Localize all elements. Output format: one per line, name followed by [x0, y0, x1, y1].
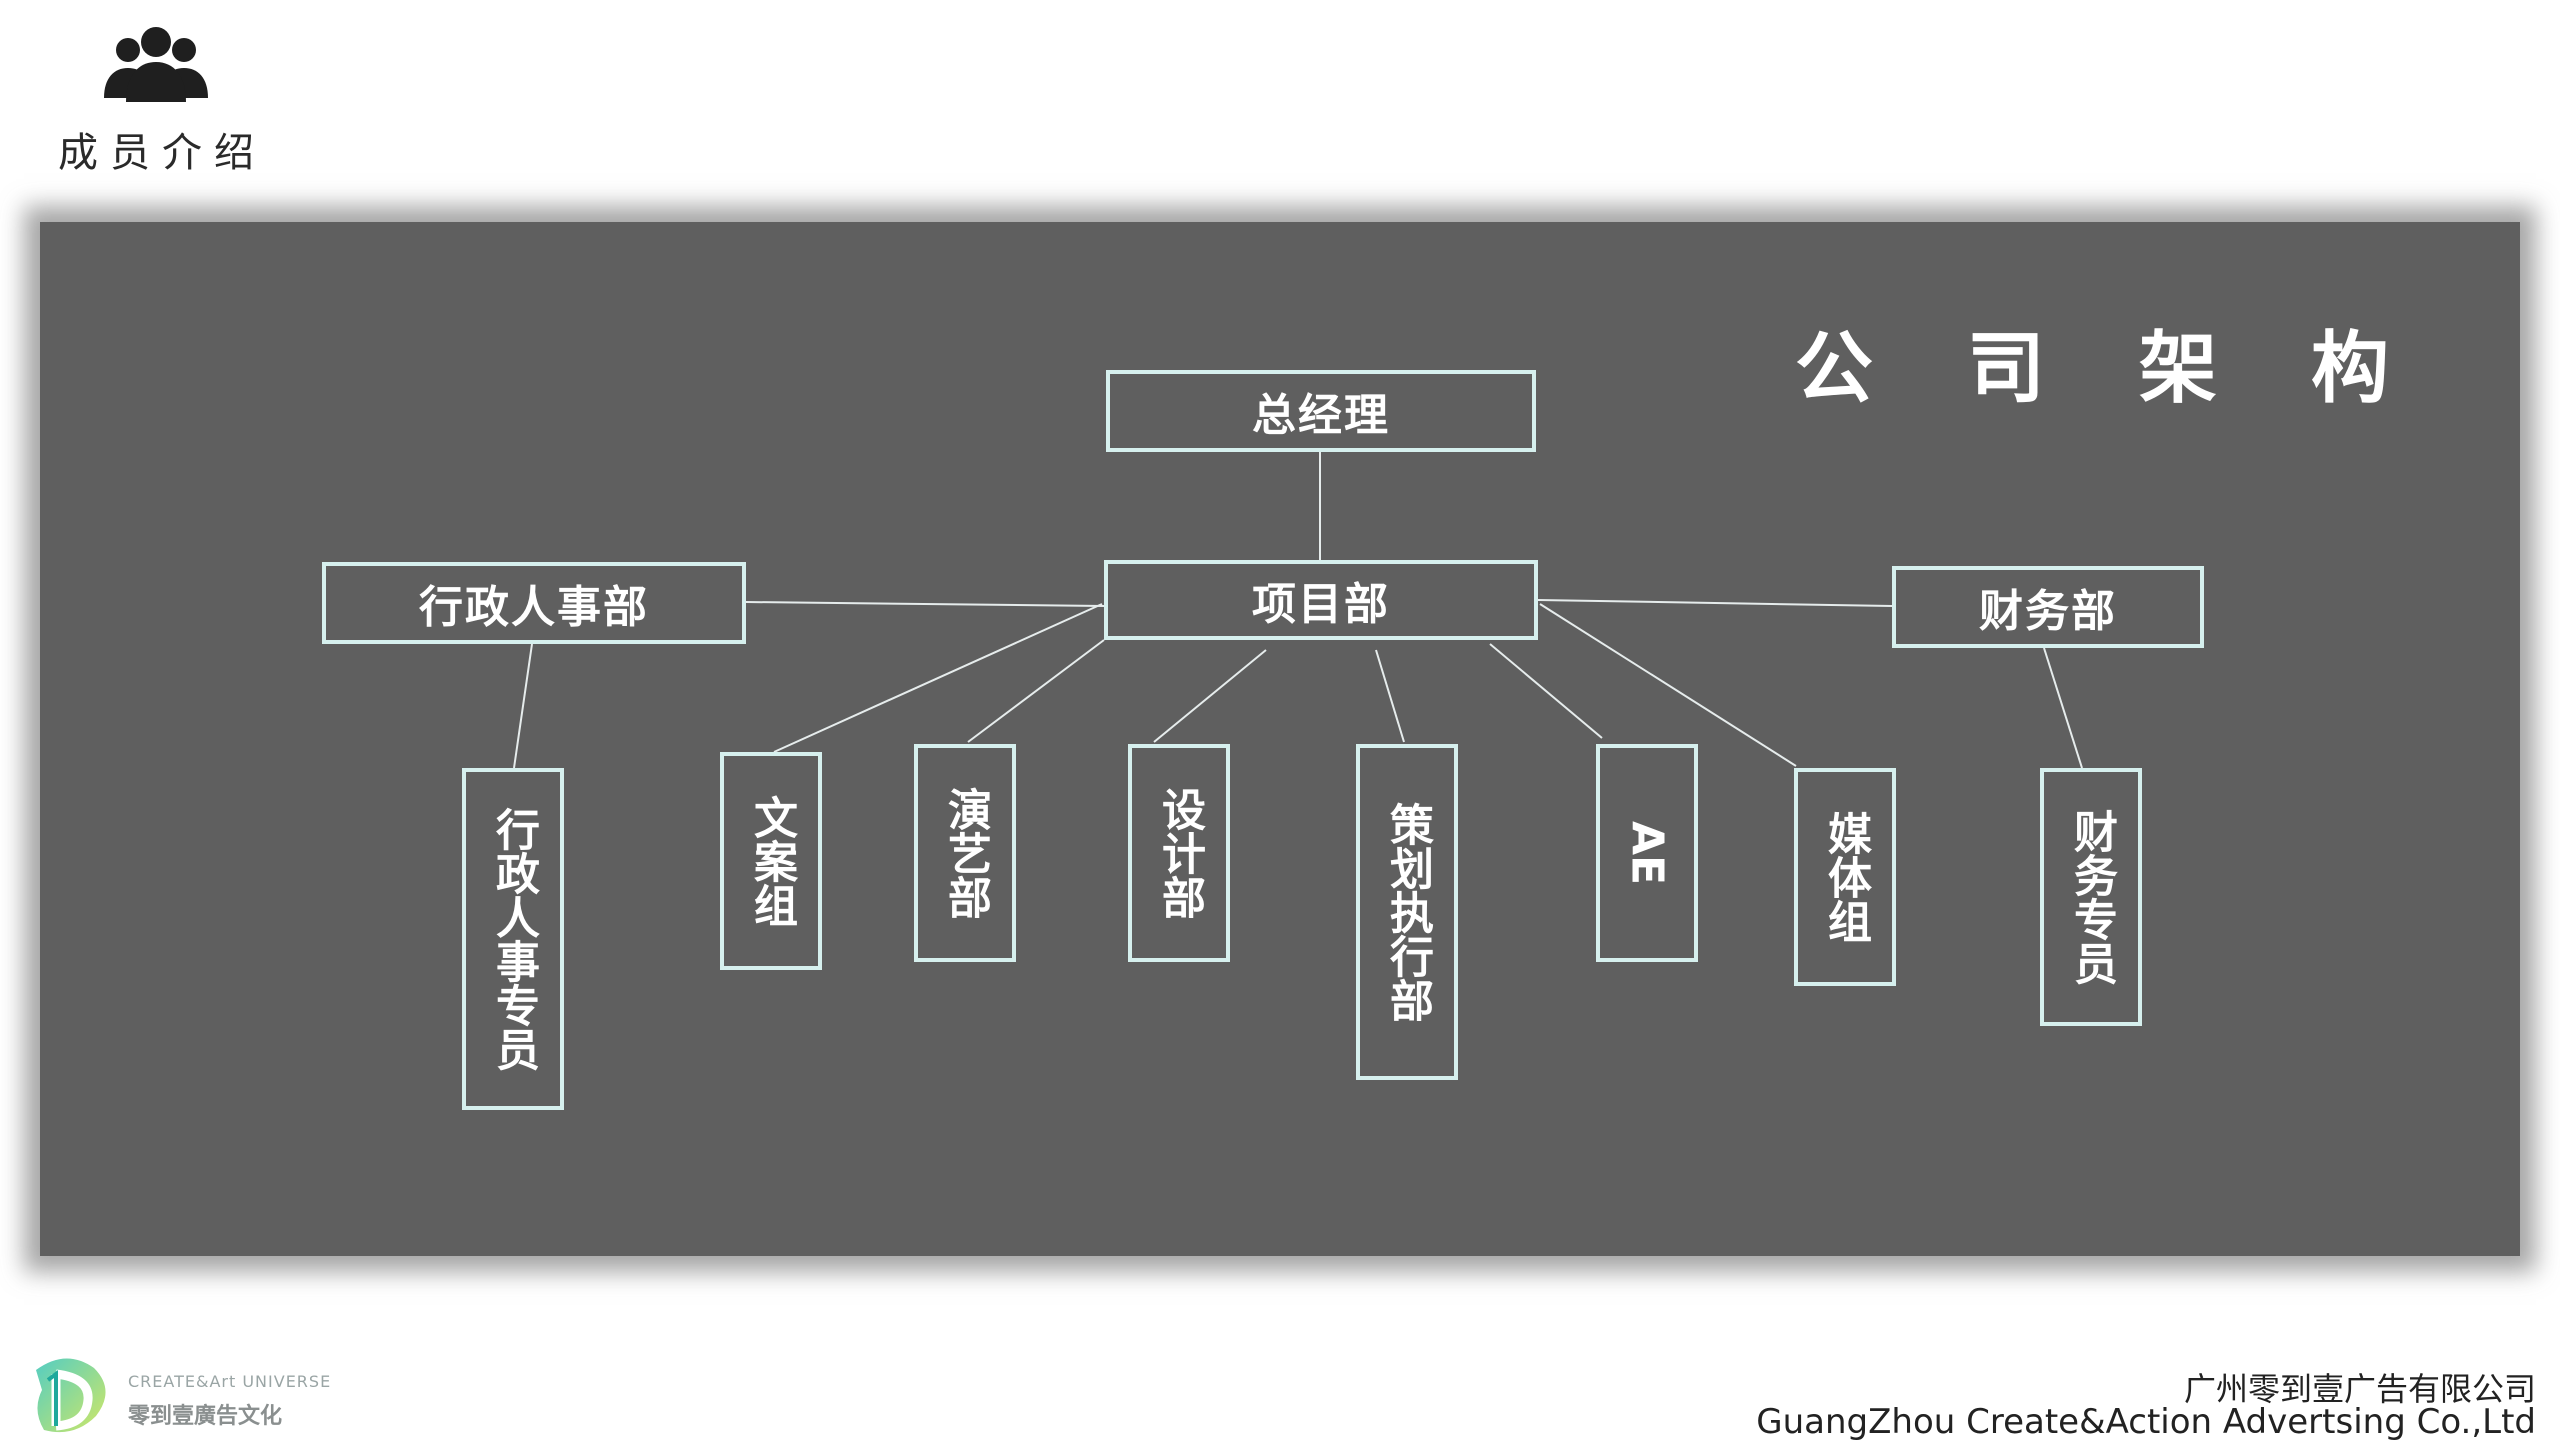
connector-hub-dept-5: [1489, 643, 1603, 739]
admin-box: 行政人事部: [322, 562, 746, 644]
org-chart-panel: [40, 222, 2520, 1256]
connector-admin-staff: [513, 643, 533, 769]
connector-hub-dept-6: [1539, 603, 1797, 767]
connector-hub-admin: [745, 601, 1105, 607]
connector-hub-finance: [1537, 599, 1893, 607]
company-logo: [36, 1358, 106, 1433]
company-name-cn: 广州零到壹广告有限公司: [2183, 1370, 2536, 1408]
panel-title-char: 架: [2139, 324, 2220, 414]
connector-hub-dept-2: [967, 639, 1105, 743]
dept-box: 策划执行部: [1356, 744, 1458, 1080]
panel-title-char: 司: [1967, 324, 2048, 414]
connector-hub-dept-4: [1375, 649, 1405, 743]
dept-box: AE: [1596, 744, 1698, 962]
panel-title: 公司架构: [1795, 306, 2391, 418]
section-label: 成员介绍: [58, 130, 266, 176]
finance-box: 财务部: [1892, 566, 2204, 648]
connector-finance-staff: [2043, 647, 2083, 769]
connector-hub-dept-3: [1153, 649, 1267, 743]
panel-title-char: 公: [1795, 324, 1876, 414]
panel-title-char: 构: [2311, 324, 2392, 414]
logo-tagline-cn: 零到壹廣告文化: [128, 1404, 283, 1429]
people-icon: [104, 27, 208, 102]
connector-hub-dept-1: [773, 603, 1103, 753]
root-box: 总经理: [1106, 370, 1536, 452]
hub-box: 项目部: [1104, 560, 1538, 640]
dept-box: 文案组: [720, 752, 822, 970]
dept-box: 演艺部: [914, 744, 1016, 962]
logo-tagline-en: CREATE&Art UNIVERSE: [128, 1372, 332, 1391]
dept-box: 设计部: [1128, 744, 1230, 962]
admin-staff-box: 行政人事专员: [462, 768, 564, 1110]
company-name-en: GuangZhou Create&Action Advertsing Co.,L…: [1756, 1402, 2536, 1442]
finance-staff-box: 财务专员: [2040, 768, 2142, 1026]
dept-box: 媒体组: [1794, 768, 1896, 986]
